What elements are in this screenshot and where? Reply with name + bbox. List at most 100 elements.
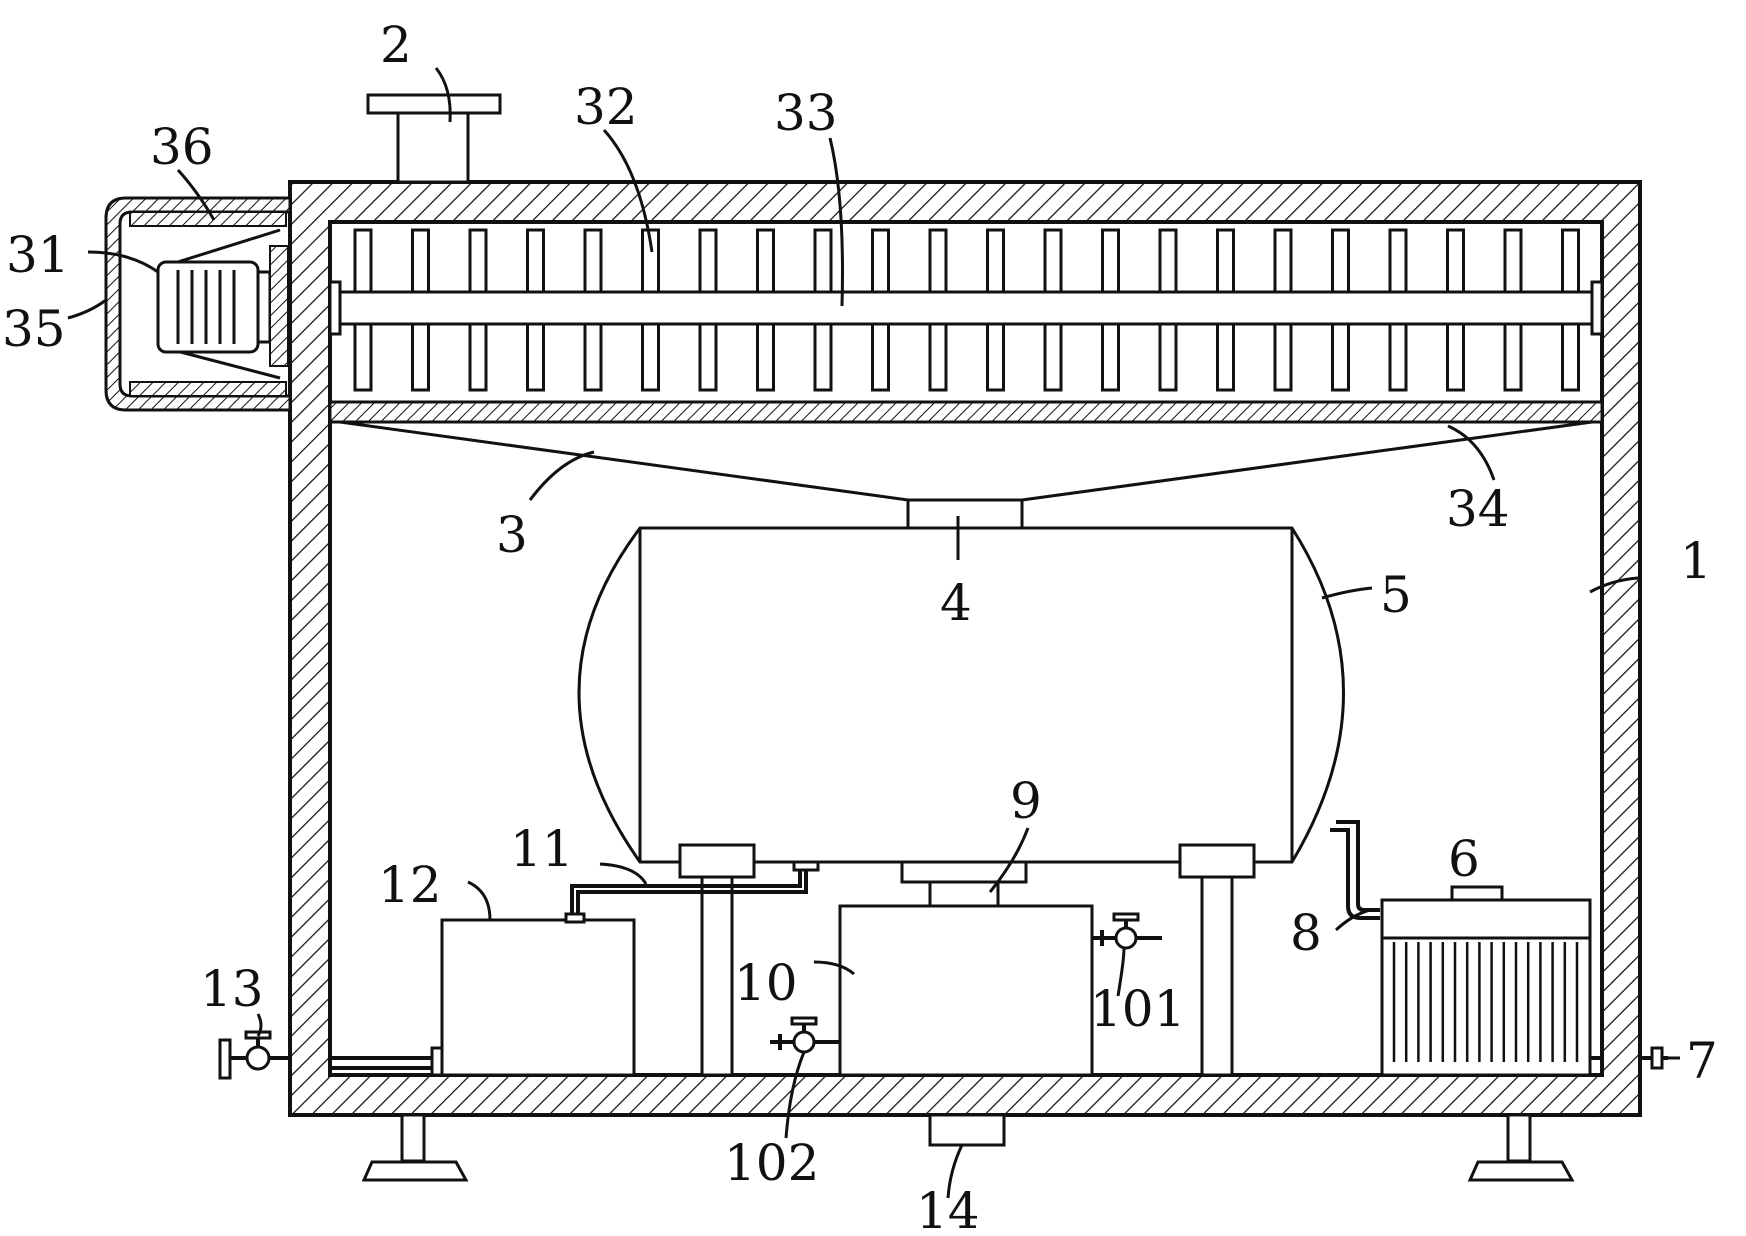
blade-upper (411, 228, 430, 294)
blade-upper (641, 228, 660, 294)
labels: 1 2 3 4 5 6 7 8 9 10 11 12 13 14 31 32 3… (2, 16, 1718, 1236)
blade-lower (1158, 322, 1178, 392)
label-6: 6 (1448, 830, 1480, 888)
blade-lower (1388, 322, 1408, 392)
blade-lower (1446, 322, 1465, 392)
blade-lower (1561, 322, 1580, 392)
tank-support-right (1178, 843, 1256, 1077)
label-1: 1 (1680, 532, 1712, 590)
blade-upper (813, 228, 833, 294)
pipe-11 (570, 860, 820, 920)
label-101: 101 (1090, 980, 1185, 1038)
label-32: 32 (574, 78, 638, 136)
blade-upper (1216, 228, 1235, 294)
device-6 (1380, 885, 1592, 1077)
blade-upper (353, 228, 373, 294)
blade-upper (1561, 228, 1580, 294)
label-36: 36 (150, 118, 214, 176)
blade-lower (1101, 322, 1120, 392)
motor-housing (104, 196, 292, 412)
blade-lower (411, 322, 430, 392)
label-3: 3 (496, 506, 528, 564)
blade-lower (1503, 322, 1523, 392)
blade-upper (1273, 228, 1293, 294)
label-12: 12 (378, 856, 442, 914)
blade-lower (813, 322, 833, 392)
blade-lower (353, 322, 373, 392)
housing-wall (288, 180, 1642, 1117)
motor-housing-top-band (129, 211, 287, 227)
blade-upper (928, 228, 948, 294)
box-12 (440, 912, 636, 1077)
blade-lower (526, 322, 545, 392)
label-4: 4 (940, 574, 972, 632)
blade-upper (1446, 228, 1465, 294)
tank-support-left (678, 843, 756, 1077)
blade-upper (1101, 228, 1120, 294)
inlet-pipe (366, 93, 502, 184)
housing (288, 180, 1642, 1117)
foot-left (361, 1113, 469, 1182)
blade-upper (871, 228, 890, 294)
blade-upper (583, 228, 603, 294)
filter-plate-34 (328, 400, 1604, 424)
label-102: 102 (724, 1134, 819, 1192)
motor (156, 245, 289, 367)
blade-lower (986, 322, 1005, 392)
label-5: 5 (1380, 566, 1412, 624)
motor-body (156, 260, 260, 354)
pipe-bottom-left (330, 1046, 444, 1077)
blade-lower (756, 322, 775, 392)
bottom-outlet-14 (928, 1113, 1006, 1147)
outlet-7 (1590, 1046, 1668, 1070)
feed-port-4 (906, 498, 1024, 530)
blade-upper (526, 228, 545, 294)
blade-lower (871, 322, 890, 392)
valve-13 (218, 1030, 290, 1080)
stirring-shaft (328, 280, 1604, 336)
blade-lower (698, 322, 718, 392)
shaft-33 (338, 290, 1594, 326)
leader-lines (67, 67, 1680, 1199)
label-10: 10 (734, 954, 798, 1012)
blade-upper (698, 228, 718, 294)
blade-lower (1273, 322, 1293, 392)
label-33: 33 (774, 84, 838, 142)
blade-lower (1331, 322, 1350, 392)
blade-upper (1503, 228, 1523, 294)
pipe-8 (1330, 820, 1380, 920)
label-35: 35 (2, 300, 66, 358)
label-34: 34 (1446, 480, 1510, 538)
blade-upper (1158, 228, 1178, 294)
blade-lower (641, 322, 660, 392)
motor-housing-bottom-band (129, 381, 287, 397)
blade-upper (468, 228, 488, 294)
valve-101 (1092, 912, 1162, 950)
stirring-blades (353, 228, 1580, 392)
label-31: 31 (6, 226, 70, 284)
blade-lower (928, 322, 948, 392)
blade-lower (1043, 322, 1063, 392)
blade-lower (1216, 322, 1235, 392)
blade-upper (986, 228, 1005, 294)
blade-upper (756, 228, 775, 294)
receiver-box-10 (838, 904, 1094, 1077)
label-13: 13 (200, 960, 264, 1018)
label-7: 7 (1686, 1032, 1718, 1090)
label-2: 2 (380, 16, 412, 74)
blade-lower (468, 322, 488, 392)
label-14: 14 (916, 1182, 980, 1236)
blade-upper (1388, 228, 1408, 294)
label-8: 8 (1290, 904, 1322, 962)
coupling (269, 245, 289, 367)
valve-102 (770, 1016, 840, 1054)
blade-lower (583, 322, 603, 392)
label-9: 9 (1010, 772, 1042, 830)
label-11: 11 (510, 820, 574, 878)
foot-right (1467, 1113, 1575, 1182)
blade-upper (1043, 228, 1063, 294)
device-6-fins (1392, 942, 1579, 1062)
tank (577, 526, 1345, 864)
blade-upper (1331, 228, 1350, 294)
